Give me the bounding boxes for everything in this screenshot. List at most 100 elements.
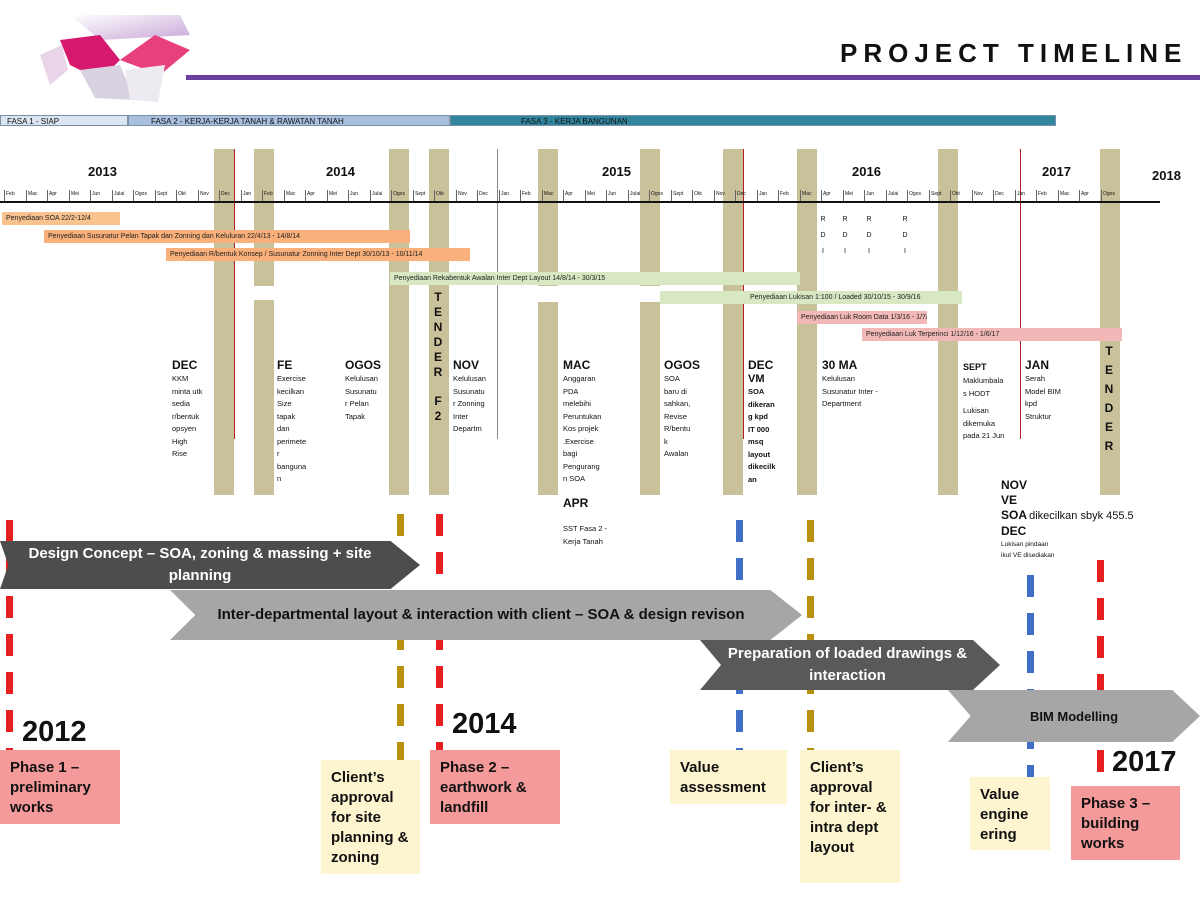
vertical-letter: 2 — [434, 409, 442, 423]
month-label: Apr — [1081, 191, 1089, 197]
month-label: Jan — [759, 191, 768, 197]
month-tick — [4, 190, 5, 203]
month-label: Okt — [436, 191, 444, 197]
month-label: Sept — [673, 191, 684, 197]
month-label: Julai — [630, 191, 641, 197]
month-tick — [821, 190, 822, 203]
title-underline — [186, 75, 1200, 80]
month-tick — [1036, 190, 1037, 203]
month-label: Dec — [737, 191, 746, 197]
task-bar: Penyediaan Luk Terperinci 1/12/16 - 1/6/… — [862, 328, 1122, 341]
month-tick — [972, 190, 973, 203]
vertical-letter: N — [1104, 382, 1114, 396]
month-label: Sept — [415, 191, 426, 197]
arrow-design-concept: Design Concept – SOA, zoning & massing +… — [0, 541, 420, 589]
month-label: Dec — [221, 191, 230, 197]
month-label: Julai — [372, 191, 383, 197]
month-tick — [176, 190, 177, 203]
timeline-column — [1100, 149, 1120, 495]
milestone-box-phase-3: Phase 3 – building works — [1071, 786, 1180, 860]
month-tick — [241, 190, 242, 203]
month-tick — [714, 190, 715, 203]
month-tick — [133, 190, 134, 203]
month-label: Jun — [92, 191, 101, 197]
month-tick — [929, 190, 930, 203]
month-tick — [628, 190, 629, 203]
month-label: Mei — [329, 191, 338, 197]
timeline-column — [938, 149, 958, 495]
milestone-year-2017: 2017 — [1112, 746, 1177, 778]
month-tick — [219, 190, 220, 203]
year-label: 2016 — [852, 164, 881, 179]
month-label: Nov — [974, 191, 983, 197]
month-tick — [305, 190, 306, 203]
month-tick — [69, 190, 70, 203]
month-label: Nov — [458, 191, 467, 197]
month-tick — [348, 190, 349, 203]
month-label: Apr — [49, 191, 57, 197]
phase-bar-fasa1: FASA 1 - SIAP — [0, 115, 128, 126]
month-label: Jan — [501, 191, 510, 197]
month-tick — [649, 190, 650, 203]
year-label: 2013 — [88, 164, 117, 179]
month-tick — [327, 190, 328, 203]
month-tick — [112, 190, 113, 203]
vertical-letter: E — [433, 350, 442, 364]
month-label: Sept — [931, 191, 942, 197]
milestone-box-site-approval: Client’s approval for site planning & zo… — [321, 760, 420, 874]
month-label: Julai — [888, 191, 899, 197]
task-bar: Penyediaan R/bentuk Konsep / Susunatur Z… — [166, 248, 470, 261]
month-label: Sept — [157, 191, 168, 197]
month-label: Nov — [716, 191, 725, 197]
milestone-box-phase-2: Phase 2 – earthwork & landfill — [430, 750, 560, 824]
milestone-year-2014: 2014 — [452, 708, 517, 740]
month-label: Mac — [286, 191, 296, 197]
month-tick — [542, 190, 543, 203]
timeline-column — [429, 149, 449, 495]
vertical-letter: T — [1105, 344, 1113, 358]
task-bar: Penyediaan Rekabentuk Awalan Inter Dept … — [390, 272, 800, 285]
column-gap — [640, 286, 660, 302]
arrow-inter-departmental: Inter-departmental layout & interaction … — [170, 590, 802, 640]
timeline-column — [723, 149, 743, 495]
year-divider — [1020, 149, 1021, 439]
milestone-box-value-assessment: Value assessment — [670, 750, 787, 804]
month-tick — [284, 190, 285, 203]
month-tick — [671, 190, 672, 203]
task-bar: Penyediaan Susunatur Pelan Tapak dan Zon… — [44, 230, 410, 243]
milestone-line-2012 — [6, 520, 13, 752]
month-tick — [413, 190, 414, 203]
month-label: Mei — [845, 191, 854, 197]
task-bar: Penyediaan Lukisan 1:100 / Loaded 30/10/… — [746, 291, 962, 304]
month-tick — [778, 190, 779, 203]
note-apr-2015: APR SST Fasa 2 -Kerja Tanah — [563, 496, 608, 546]
month-label: Jan — [1017, 191, 1026, 197]
month-label: Feb — [1038, 191, 1047, 197]
year-divider — [234, 149, 235, 439]
month-label: Okt — [178, 191, 186, 197]
month-tick — [155, 190, 156, 203]
vertical-letter: R — [1104, 439, 1114, 453]
month-label: Ogos — [909, 191, 921, 197]
month-tick — [1058, 190, 1059, 203]
month-label: Okt — [694, 191, 702, 197]
vertical-letter: R — [433, 365, 443, 379]
timeline-column — [640, 149, 660, 495]
month-label: Mac — [1060, 191, 1070, 197]
vertical-letter: N — [433, 320, 443, 334]
month-tick — [907, 190, 908, 203]
month-tick — [585, 190, 586, 203]
month-label: Dec — [995, 191, 1004, 197]
note-nov-2016: NOV VE SOA dikecilkan sbyk 455.5 DEC Luk… — [1001, 478, 1134, 559]
month-tick — [370, 190, 371, 203]
month-tick — [520, 190, 521, 203]
month-tick — [47, 190, 48, 203]
